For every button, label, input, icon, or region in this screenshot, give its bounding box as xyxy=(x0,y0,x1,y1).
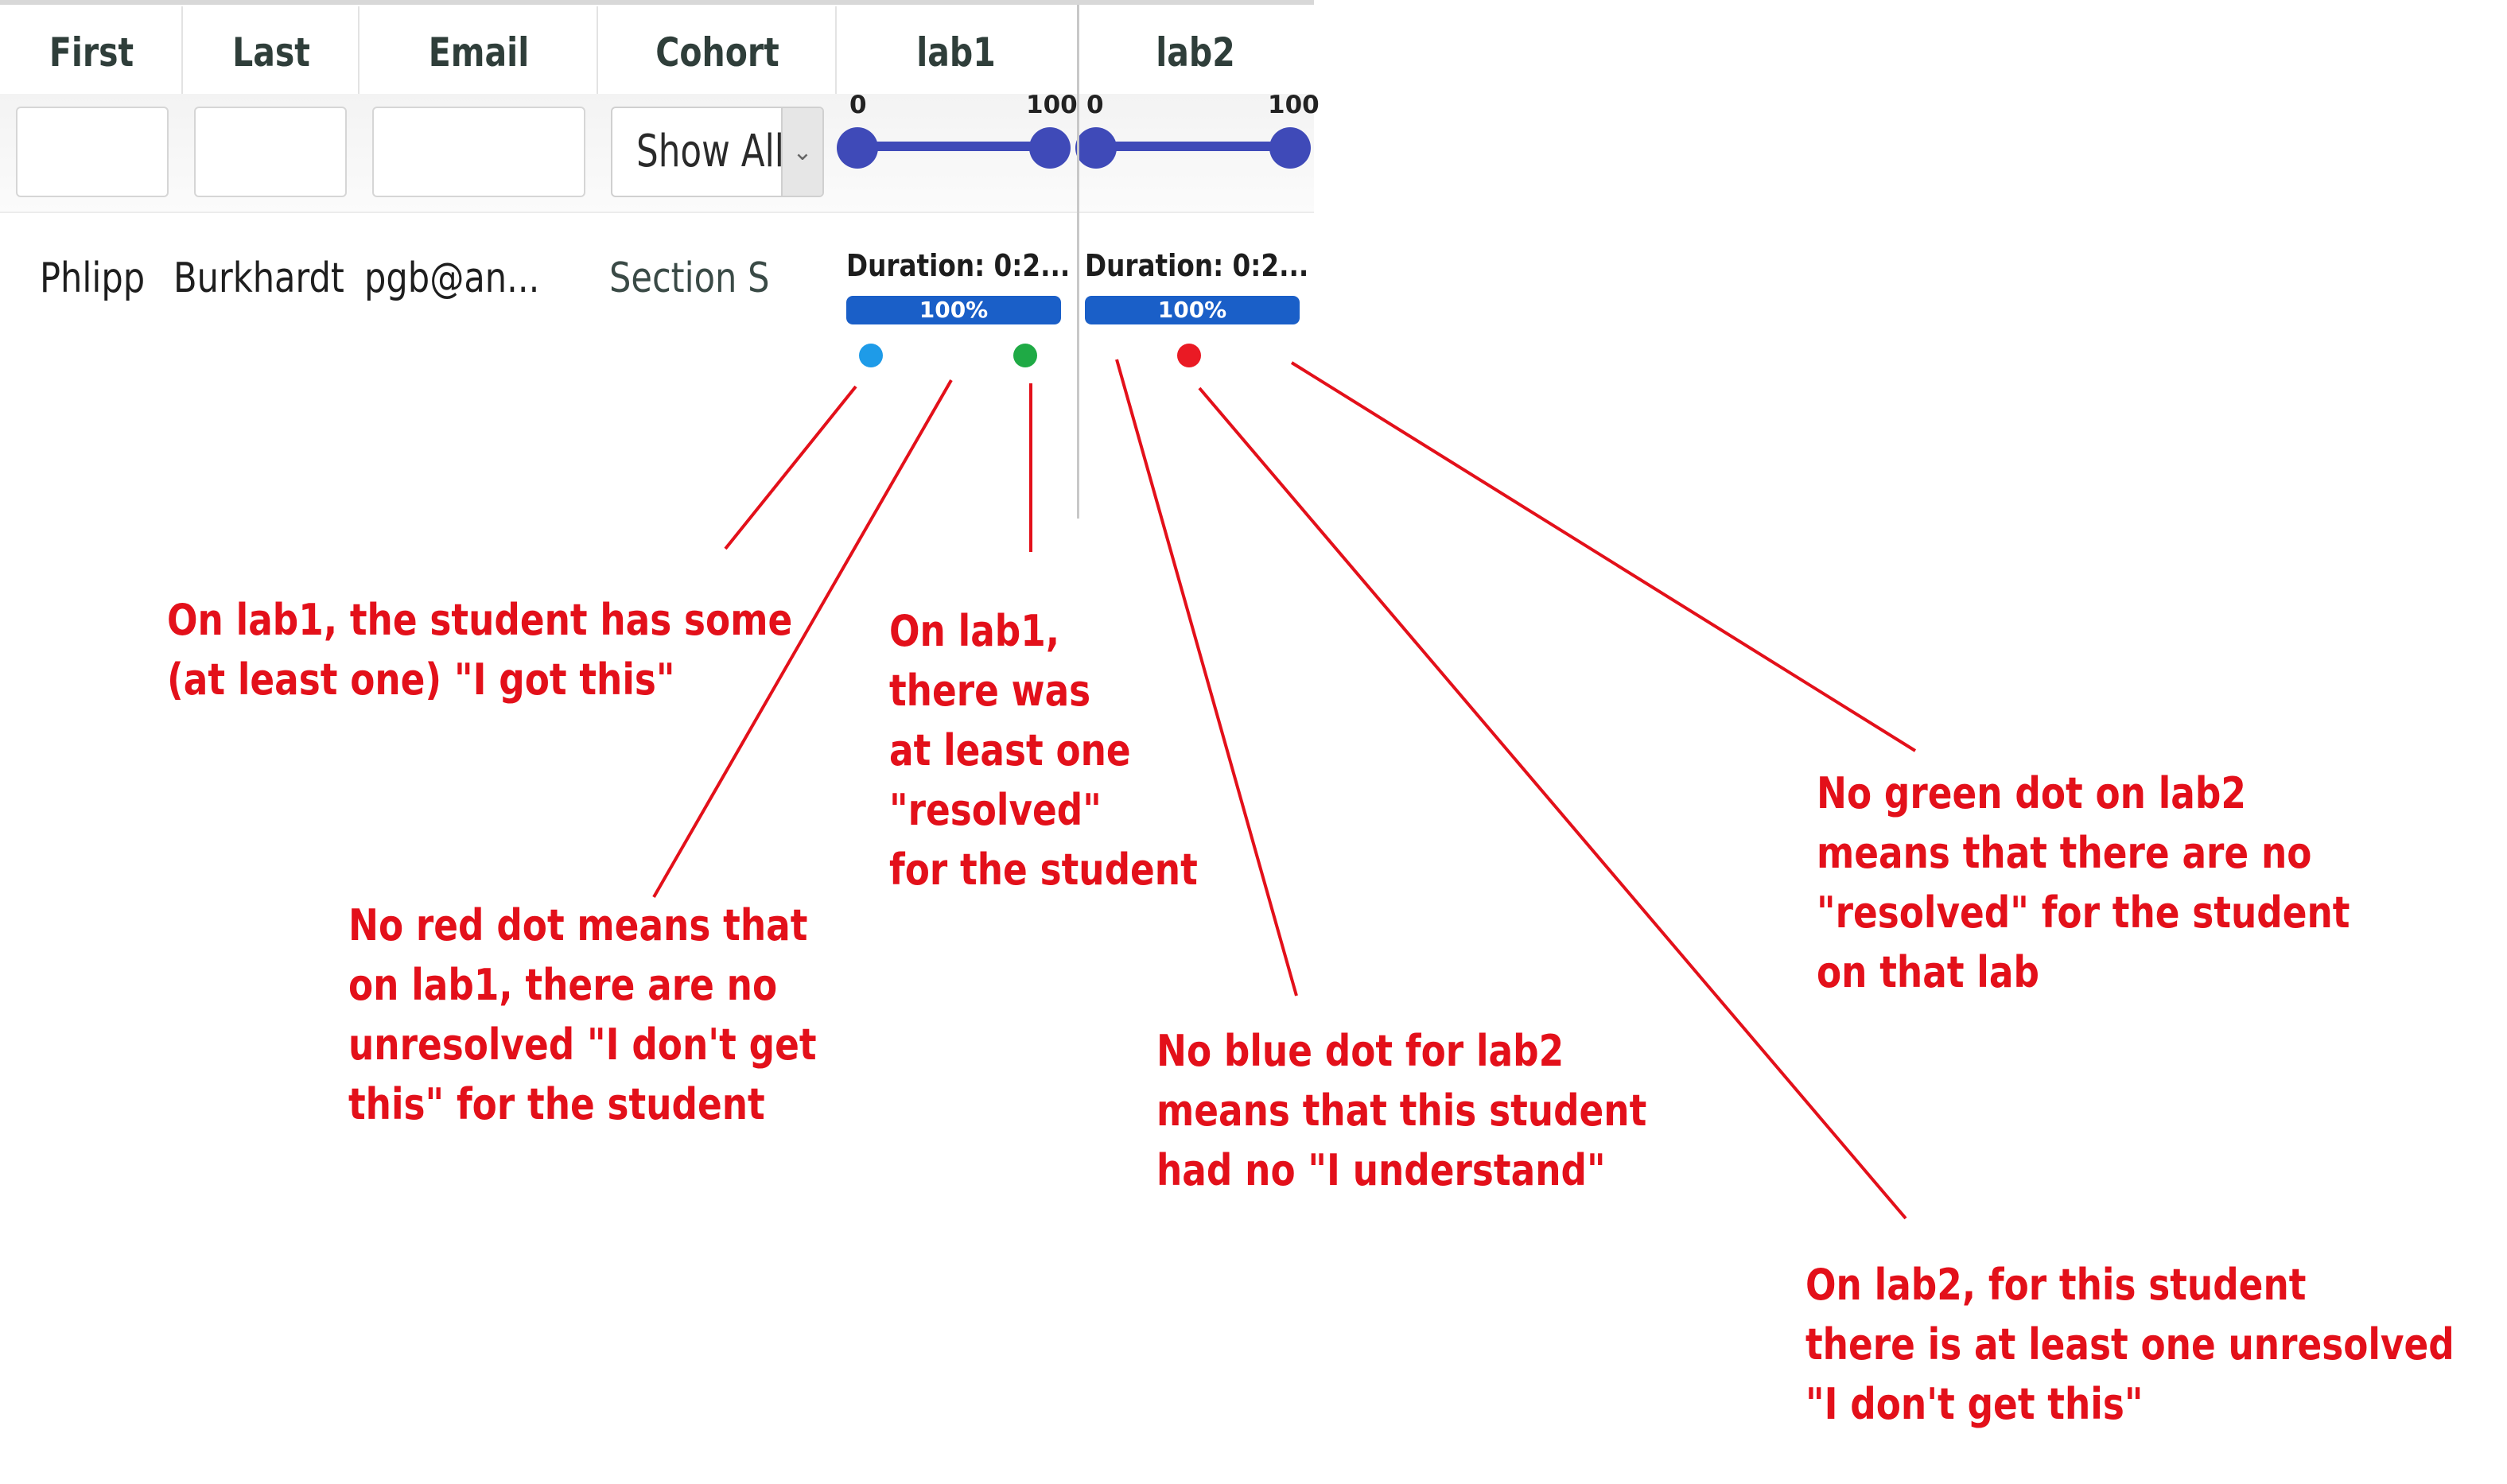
cell-last: Burkhardt xyxy=(173,254,344,302)
first-filter-input[interactable] xyxy=(16,107,169,197)
pointer-line-a1 xyxy=(724,385,857,550)
cell-cohort: Section S xyxy=(609,254,770,302)
table-top-border xyxy=(0,0,1314,5)
lab2-range-track[interactable] xyxy=(1093,142,1292,151)
column-header-first[interactable]: First xyxy=(49,29,134,76)
header-divider xyxy=(597,6,598,94)
results-table: First Last Email Cohort lab1 lab2 Show A… xyxy=(0,0,1320,367)
lab2-progress-fill xyxy=(1085,296,1300,324)
lab1-range-min-handle[interactable] xyxy=(837,127,878,169)
header-divider xyxy=(835,6,837,94)
lab1-range-max-label: 100 xyxy=(1026,91,1078,119)
column-header-lab2[interactable]: lab2 xyxy=(1156,29,1235,76)
annotation-no-green-dot-lab2: No green dot on lab2 means that there ar… xyxy=(1817,768,2350,997)
cell-first: Phlipp xyxy=(40,254,146,302)
cohort-filter-select[interactable]: Show All ⌄ xyxy=(611,107,824,197)
lab1-range-max-handle[interactable] xyxy=(1029,127,1071,169)
lab2-range-max-handle[interactable] xyxy=(1269,127,1311,169)
annotation-unresolved-lab2: On lab2, for this student there is at le… xyxy=(1805,1260,2455,1429)
annotation-resolved-lab1: On lab1, there was at least one "resolve… xyxy=(889,606,1198,895)
annotation-no-blue-dot-lab2: No blue dot for lab2 means that this stu… xyxy=(1156,1026,1647,1195)
lab1-green-status-dot[interactable] xyxy=(1013,344,1037,367)
header-divider xyxy=(358,6,360,94)
lab2-red-status-dot[interactable] xyxy=(1177,344,1201,367)
lab1-progress-bar: 100% xyxy=(846,296,1061,324)
pointer-line-a2 xyxy=(652,379,953,898)
lab2-range-max-label: 100 xyxy=(1268,91,1320,119)
header-divider xyxy=(181,6,183,94)
last-filter-input[interactable] xyxy=(194,107,347,197)
lab-column-divider xyxy=(1077,5,1079,519)
pointer-line-a4 xyxy=(1115,359,1298,996)
chevron-down-icon: ⌄ xyxy=(781,108,822,196)
column-header-email[interactable]: Email xyxy=(428,29,530,76)
filter-row: Show All ⌄ xyxy=(0,94,1314,213)
lab2-range-min-label: 0 xyxy=(1086,91,1104,119)
email-filter-input[interactable] xyxy=(372,107,585,197)
cell-email[interactable]: pgb@an... xyxy=(364,254,540,302)
lab2-duration: Duration: 0:2... xyxy=(1085,248,1309,283)
lab2-progress-label: 100% xyxy=(1157,297,1227,323)
column-header-lab1[interactable]: lab1 xyxy=(916,29,996,76)
pointer-line-a5 xyxy=(1290,361,1917,752)
cohort-select-value: Show All xyxy=(636,126,784,177)
column-header-cohort[interactable]: Cohort xyxy=(655,29,779,76)
column-header-last[interactable]: Last xyxy=(232,29,310,76)
lab1-duration: Duration: 0:2... xyxy=(846,248,1071,283)
lab1-blue-status-dot[interactable] xyxy=(859,344,883,367)
pointer-line-a6 xyxy=(1198,387,1907,1220)
lab2-range-min-handle[interactable] xyxy=(1075,127,1117,169)
lab1-range-min-label: 0 xyxy=(849,91,867,119)
lab2-progress-bar: 100% xyxy=(1085,296,1300,324)
annotation-no-red-dot-lab1: No red dot means that on lab1, there are… xyxy=(348,900,817,1129)
lab1-progress-label: 100% xyxy=(919,297,989,323)
lab1-range-track[interactable] xyxy=(851,142,1051,151)
annotation-i-got-this: On lab1, the student has some (at least … xyxy=(167,595,793,705)
lab1-progress-fill xyxy=(846,296,1061,324)
